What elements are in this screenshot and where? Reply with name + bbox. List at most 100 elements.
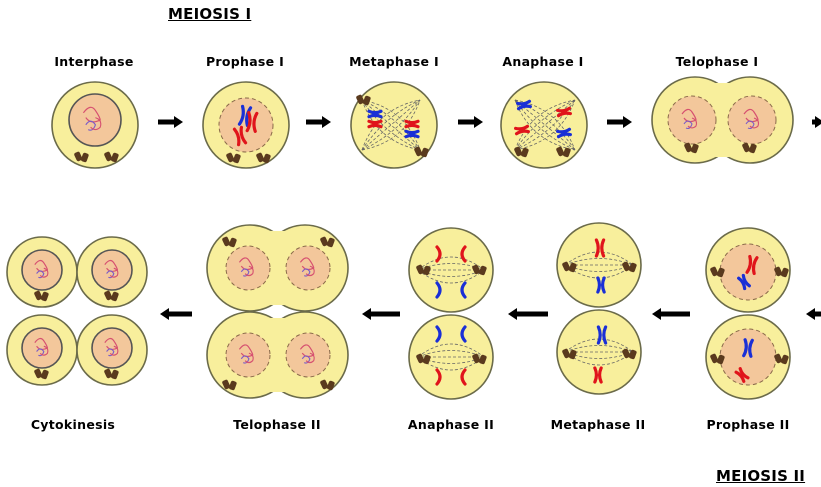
chromosome xyxy=(237,104,253,128)
centriole-pair xyxy=(742,142,757,154)
centriole xyxy=(320,379,329,390)
chromatid xyxy=(245,106,253,128)
centriole xyxy=(111,291,119,302)
centriole-pair xyxy=(684,142,699,154)
chromatin-strand xyxy=(36,270,45,279)
arrow-head xyxy=(806,308,815,320)
daughter-cell xyxy=(76,236,148,308)
centriole xyxy=(691,143,699,154)
chromosome xyxy=(745,254,759,276)
label-interphase: Interphase xyxy=(54,54,134,69)
cell-anaphase-2 xyxy=(408,227,494,400)
chromatid xyxy=(514,124,530,131)
centriole-pair xyxy=(74,151,89,163)
chromatid xyxy=(367,113,383,119)
chromatid xyxy=(516,99,532,106)
centriole xyxy=(111,152,119,163)
centriole-pair xyxy=(414,146,429,158)
label-telophase-2: Telophase II xyxy=(233,417,321,432)
cell-membrane xyxy=(556,309,642,395)
chromatid xyxy=(367,119,383,125)
nucleus xyxy=(667,95,717,145)
label-prophase-1: Prophase I xyxy=(205,54,285,69)
spindle-fiber xyxy=(361,99,421,151)
label-anaphase-2: Anaphase II xyxy=(407,417,495,432)
chromatid xyxy=(245,111,252,133)
cell-metaphase-1 xyxy=(350,81,438,169)
centriole xyxy=(423,354,431,365)
spindle-fiber xyxy=(361,99,421,151)
centriole xyxy=(622,348,631,359)
centriole xyxy=(416,353,425,364)
chromatid xyxy=(232,127,241,147)
label-prophase-2: Prophase II xyxy=(706,417,790,432)
spindle-fiber xyxy=(514,99,576,151)
chromosome xyxy=(367,119,383,129)
spindle-fiber xyxy=(514,99,576,151)
arrow-head xyxy=(508,308,517,320)
cell-telophase-2 xyxy=(206,224,349,399)
centriole xyxy=(629,262,637,273)
chromatid xyxy=(738,367,750,380)
chromatin xyxy=(104,337,119,357)
chromatin-strand xyxy=(39,267,49,278)
chromatid xyxy=(742,338,748,358)
spindle-fiber xyxy=(417,343,485,358)
chromatid xyxy=(751,256,759,276)
chromatid xyxy=(556,111,572,118)
chromosome xyxy=(556,127,572,139)
cell-telophase-1 xyxy=(651,76,794,164)
centriole xyxy=(256,152,265,163)
nucleus xyxy=(225,245,271,291)
centriole-pair xyxy=(104,151,119,163)
centriole xyxy=(742,142,751,153)
chromatin-strand xyxy=(305,265,315,277)
arrow-telophase-1-continue xyxy=(812,116,821,128)
chromatid xyxy=(556,132,572,139)
chromatid xyxy=(516,104,532,111)
chromatid xyxy=(237,104,245,126)
centriole xyxy=(423,265,431,276)
arrow-shaft xyxy=(306,119,322,125)
centriole xyxy=(781,267,789,278)
chromatid xyxy=(460,245,467,263)
chromatid xyxy=(602,325,608,345)
chromatid xyxy=(593,366,599,384)
centriole-pair xyxy=(710,353,725,365)
centriole-pair xyxy=(104,290,119,302)
nucleus xyxy=(91,249,133,291)
spindle-fiber xyxy=(361,99,421,151)
spindle-fiber xyxy=(514,99,576,151)
chromatin-strand xyxy=(301,355,311,364)
chromatid xyxy=(556,127,572,134)
centriole xyxy=(222,379,231,390)
chromatid xyxy=(435,245,442,263)
centriole-pair xyxy=(562,261,577,273)
centriole xyxy=(774,266,783,277)
chromatid xyxy=(239,125,248,145)
cell-prophase-1 xyxy=(202,81,290,169)
centriole xyxy=(229,380,237,391)
chromatid xyxy=(556,106,572,113)
spindle-fiber xyxy=(417,350,485,358)
centriole-pair xyxy=(710,266,725,278)
chromatin-strand xyxy=(683,120,693,130)
spindle-fiber xyxy=(514,99,576,151)
chromatid xyxy=(748,338,754,358)
arrow-head xyxy=(160,308,169,320)
label-metaphase-1: Metaphase I xyxy=(349,54,439,69)
centriole xyxy=(562,348,571,359)
arrow-head xyxy=(474,116,483,128)
centriole xyxy=(514,146,523,157)
chromosome xyxy=(404,129,420,139)
centriole xyxy=(111,369,119,380)
arrow-shaft xyxy=(607,119,623,125)
spindle-fiber xyxy=(514,99,576,151)
chromatin xyxy=(238,257,254,277)
chromatin-strand xyxy=(90,117,102,131)
centriole-pair xyxy=(774,353,789,365)
centriole xyxy=(363,95,371,106)
meiosis-2-heading: MEIOSIS II xyxy=(716,467,806,485)
centriole xyxy=(717,354,725,365)
centriole-pair xyxy=(416,264,431,276)
